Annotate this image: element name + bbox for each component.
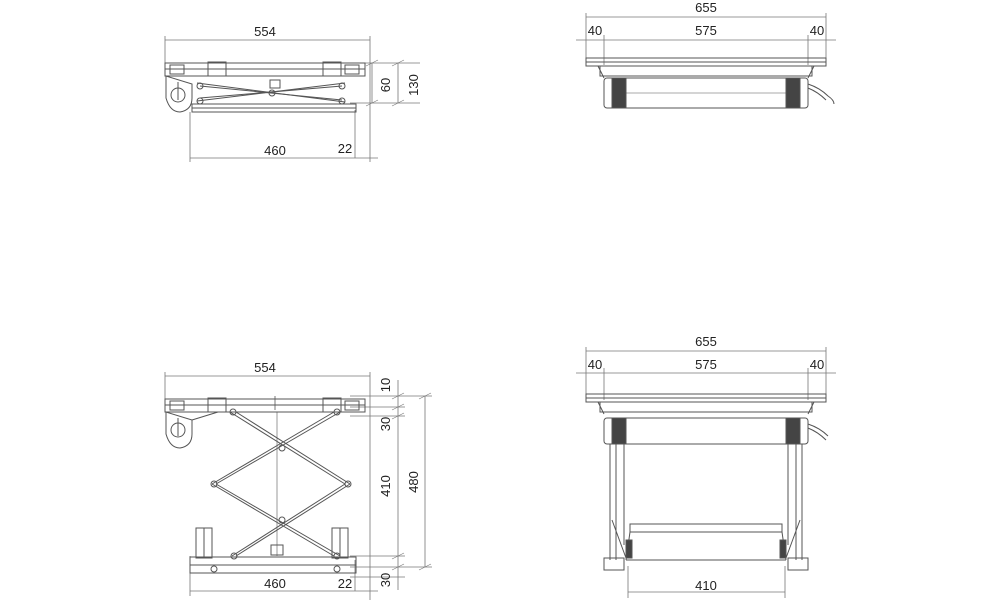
- dimension-lines: [576, 13, 836, 65]
- side-raised-lower-gap: 30: [378, 572, 393, 588]
- front-view-collapsed: [576, 13, 836, 109]
- dimension-lines: [164, 372, 432, 600]
- side-raised-top-plate: 10: [378, 377, 393, 393]
- side-view-raised: [164, 372, 432, 600]
- front-raised-overall-width: 655: [695, 334, 717, 349]
- side-collapsed-overall-length: 554: [254, 24, 276, 39]
- front-raised-right-margin: 40: [809, 357, 825, 372]
- dimension-lines: [576, 347, 836, 598]
- front-raised-base-width: 410: [695, 578, 717, 593]
- side-collapsed-offset: 22: [337, 141, 353, 156]
- front-raised-left-margin: 40: [587, 357, 603, 372]
- dimension-lines: [164, 36, 420, 162]
- side-collapsed-height-60: 60: [378, 77, 393, 93]
- side-raised-offset: 22: [337, 576, 353, 591]
- side-raised-total-height: 480: [406, 471, 421, 493]
- front-collapsed-overall-width: 655: [695, 0, 717, 15]
- front-raised-inner-width: 575: [695, 357, 717, 372]
- side-raised-upper-gap: 30: [378, 416, 393, 432]
- front-view-raised: [576, 347, 836, 598]
- side-collapsed-base-length: 460: [264, 143, 286, 158]
- front-collapsed-right-margin: 40: [809, 23, 825, 38]
- side-raised-base-length: 460: [264, 576, 286, 591]
- front-collapsed-inner-width: 575: [695, 23, 717, 38]
- front-collapsed-left-margin: 40: [587, 23, 603, 38]
- side-raised-overall-length: 554: [254, 360, 276, 375]
- side-collapsed-height-130: 130: [406, 74, 421, 96]
- side-view-collapsed: [164, 36, 420, 162]
- side-raised-scissor-height: 410: [378, 475, 393, 497]
